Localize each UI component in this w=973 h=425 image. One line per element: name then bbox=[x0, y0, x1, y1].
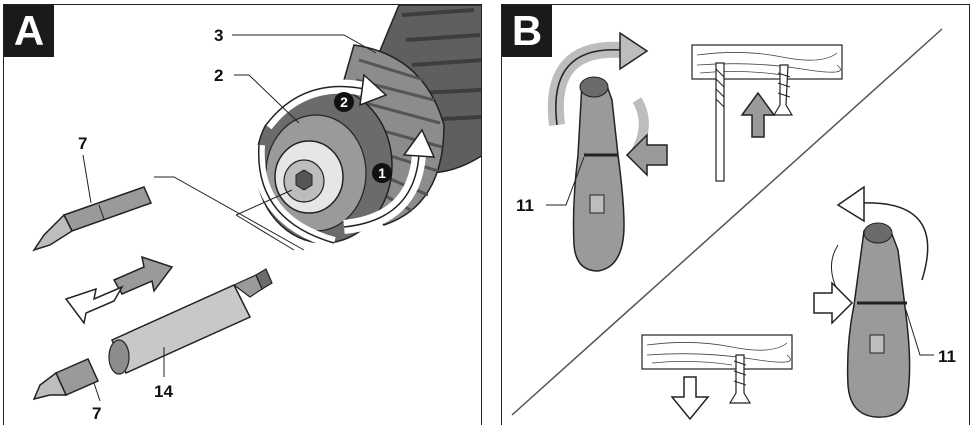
label-chuck-sleeve: 3 bbox=[214, 26, 223, 45]
panel-b-tag: B bbox=[502, 5, 552, 57]
label-bit-upper: 7 bbox=[78, 134, 87, 153]
panel-b-illustration: 11 bbox=[511, 28, 956, 421]
screw-top bbox=[772, 64, 794, 116]
panel-a-tag: A bbox=[4, 5, 54, 57]
down-arrow bbox=[670, 376, 710, 421]
panel-b: B 11 bbox=[501, 4, 970, 425]
label-switch-right: 11 bbox=[938, 347, 956, 366]
label-bit-holder: 14 bbox=[154, 382, 173, 401]
step-2-label: 2 bbox=[340, 94, 348, 110]
bit-socket bbox=[274, 140, 344, 214]
screwdriver-bit-lower bbox=[32, 358, 99, 401]
leader-bit-lower bbox=[93, 382, 101, 402]
leader-switch-left bbox=[546, 156, 585, 206]
push-switch-arrow-right-drill bbox=[813, 281, 854, 325]
leader-switch-right bbox=[905, 309, 934, 356]
insert-arrow bbox=[112, 255, 174, 295]
drill-forward bbox=[572, 76, 625, 272]
leader-locking-ring bbox=[234, 74, 300, 124]
bit-holder bbox=[108, 268, 273, 375]
drill-reverse bbox=[846, 222, 911, 418]
screwdriver-bit-upper bbox=[32, 186, 153, 252]
push-switch-arrow-left-drill bbox=[625, 133, 668, 177]
step-1-marker bbox=[372, 163, 392, 183]
label-locking-ring: 2 bbox=[214, 66, 223, 85]
bracket-lower bbox=[235, 189, 295, 251]
panel-a: A bbox=[3, 4, 482, 425]
divider-line bbox=[511, 28, 943, 416]
step-1-label: 1 bbox=[378, 165, 386, 181]
ring-rotation-arrows bbox=[252, 73, 436, 249]
label-switch-left: 11 bbox=[516, 196, 534, 215]
step-2-marker bbox=[334, 92, 354, 112]
bracket-upper bbox=[154, 176, 305, 251]
up-arrow bbox=[740, 91, 776, 138]
wood-board-top bbox=[691, 44, 843, 80]
panel-a-illustration: 1 2 3 2 7 14 bbox=[32, 5, 481, 423]
leader-bit-upper bbox=[82, 154, 92, 204]
remove-arrow bbox=[64, 285, 124, 325]
leader-chuck-sleeve bbox=[232, 34, 377, 54]
wood-board-bottom bbox=[641, 334, 793, 370]
label-bit-lower: 7 bbox=[92, 404, 101, 423]
drill-bit-tool bbox=[715, 62, 725, 182]
screw-bottom bbox=[728, 354, 752, 404]
